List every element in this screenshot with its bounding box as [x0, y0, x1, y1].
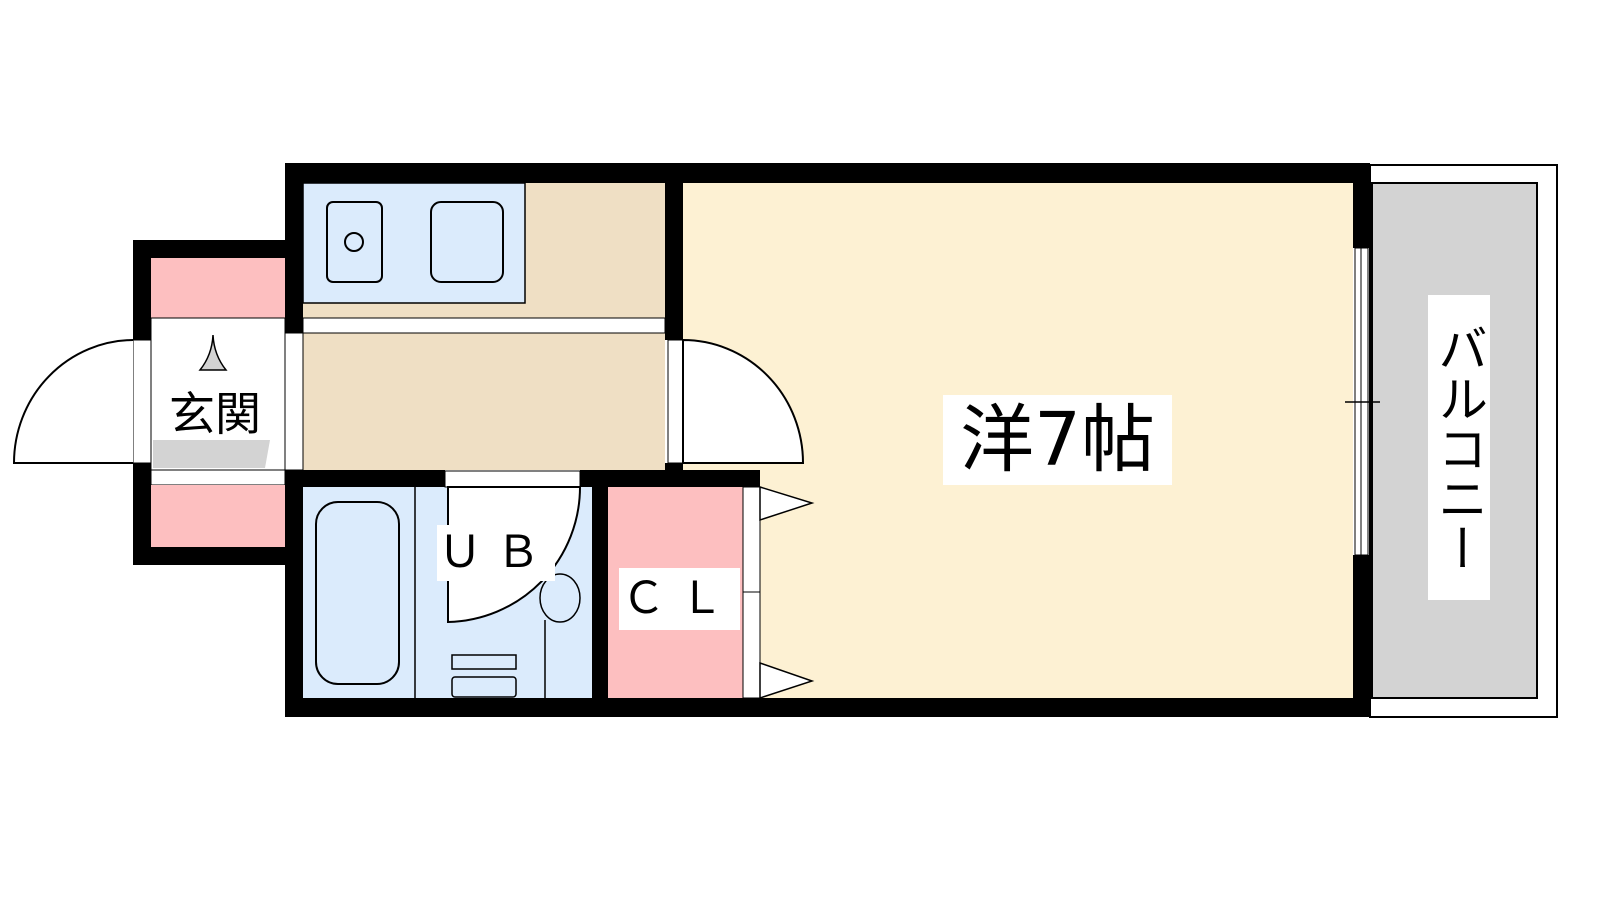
stove-icon [326, 201, 383, 283]
entrance-door-frame [132, 339, 152, 464]
room-door-frame [667, 339, 684, 464]
toilet-tank-icon [451, 676, 517, 698]
entrance-door-swing[interactable] [12, 339, 134, 464]
entrance-shelf [150, 469, 286, 486]
shoe-storage-bottom [151, 485, 285, 547]
wall-left-lower [285, 470, 303, 717]
sink-icon [430, 201, 504, 283]
kitchen-shelf [302, 317, 666, 334]
entrance-opening [284, 332, 304, 471]
bath-door-frame [444, 470, 581, 488]
burner-icon [344, 232, 364, 252]
closet-door-bottom[interactable] [759, 661, 815, 700]
wall-top [285, 163, 1370, 183]
western-room-label: 洋7帖 [943, 395, 1172, 485]
bathtub-icon [315, 501, 400, 685]
unit-bath-label: ＵＢ [437, 525, 555, 581]
wall-hall-bath-right [580, 470, 760, 487]
toilet-icon [539, 573, 581, 623]
wall-kitchen-room-upper [665, 163, 683, 340]
wall-bottom [285, 698, 1370, 717]
wall-left-upper [285, 163, 303, 333]
entrance-step [153, 440, 270, 468]
wall-bath-closet [592, 470, 608, 717]
wall-right-upper [1353, 163, 1370, 248]
curtain-icon [198, 334, 228, 371]
entrance-label: 玄関 [155, 388, 275, 440]
washbasin-icon [451, 654, 517, 670]
room-door-swing[interactable] [682, 338, 805, 464]
wall-hall-bath-left [285, 470, 445, 487]
wall-right-lower [1353, 555, 1370, 717]
closet-label: ＣＬ [619, 568, 740, 630]
closet-door-top[interactable] [759, 485, 815, 522]
balcony-label: バルコニー [1428, 295, 1490, 600]
shoe-storage-top [151, 258, 285, 318]
